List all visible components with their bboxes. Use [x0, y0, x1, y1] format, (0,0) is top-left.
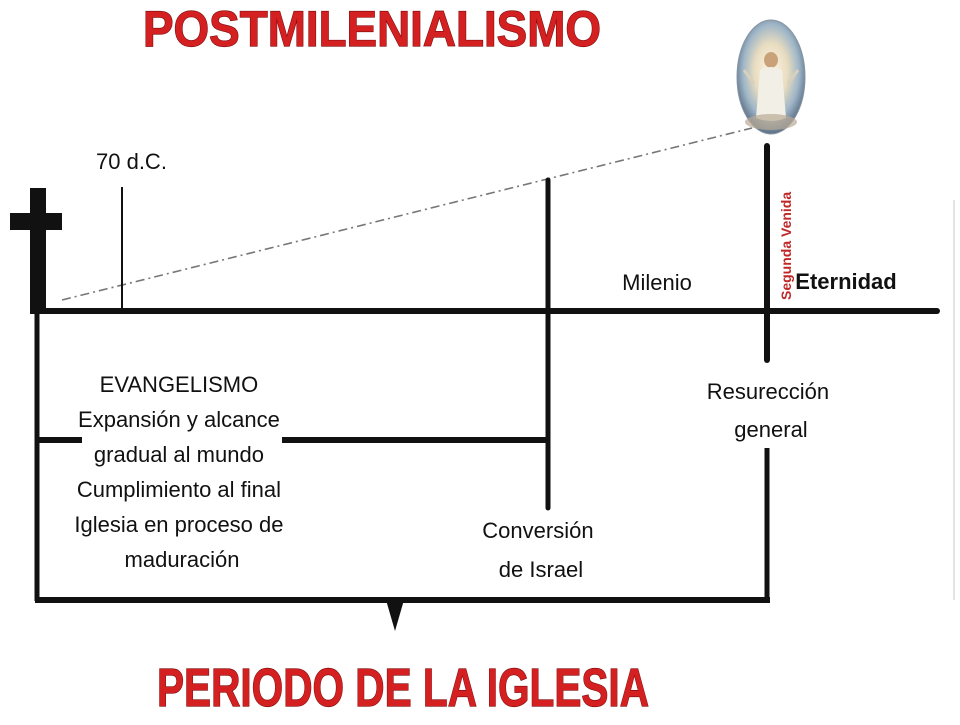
label-israel-line-1: Conversión — [482, 518, 593, 543]
label-resurrection-line-1: Resurección — [707, 379, 829, 404]
cross-icon — [10, 188, 62, 314]
label-second-coming: Segunda Venida — [778, 192, 794, 300]
evangelism-line-5: Iglesia en proceso de — [74, 512, 283, 537]
label-israel-line-2: de Israel — [499, 557, 583, 582]
label-resurrection: Resurección general — [707, 379, 835, 442]
bracket-pointer — [386, 600, 404, 631]
dashed-progress-line — [61, 127, 753, 301]
evangelism-line-6: maduración — [125, 547, 240, 572]
evangelism-line-1: EVANGELISMO — [100, 372, 259, 397]
period-title: PERIODO DE LA IGLESIA — [157, 658, 649, 718]
label-israel-conversion: Conversión de Israel — [482, 518, 599, 582]
evangelism-line-2: Expansión y alcance — [78, 407, 280, 432]
label-evangelism: EVANGELISMO Expansión y alcance gradual … — [74, 372, 289, 572]
diagram-title: POSTMILENIALISMO — [143, 1, 601, 57]
label-70ad: 70 d.C. — [96, 149, 167, 174]
evangelism-line-4: Cumplimiento al final — [77, 477, 281, 502]
christ-medallion-icon — [736, 19, 806, 135]
label-eternity: Eternidad — [795, 269, 896, 294]
label-millennium: Milenio — [622, 270, 692, 295]
label-resurrection-line-2: general — [734, 417, 807, 442]
evangelism-line-3: gradual al mundo — [94, 442, 264, 467]
